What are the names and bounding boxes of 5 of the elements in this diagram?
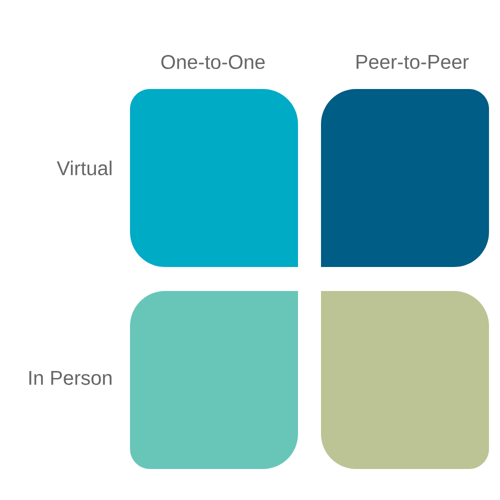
row-header: Virtual bbox=[56, 160, 112, 176]
rounded-square bbox=[321, 89, 489, 267]
rounded-square bbox=[321, 291, 489, 469]
rounded-square bbox=[130, 89, 298, 267]
rounded-square bbox=[130, 291, 298, 469]
